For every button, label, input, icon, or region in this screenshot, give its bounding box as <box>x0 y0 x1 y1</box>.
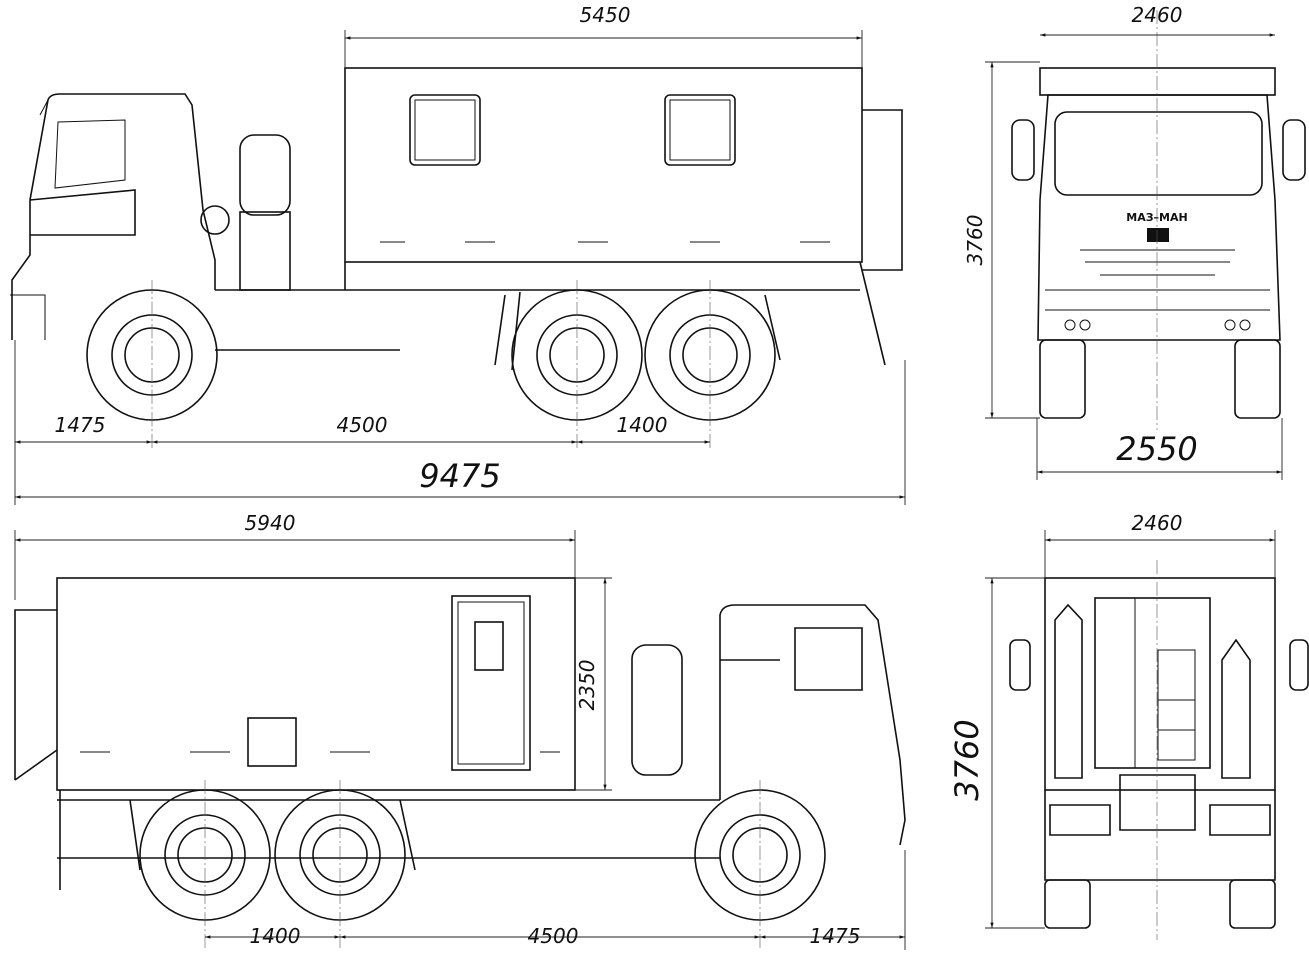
cargo-box <box>56 577 576 791</box>
dim-box-length: 5450 <box>580 3 631 27</box>
window <box>664 94 736 166</box>
wheel <box>1044 879 1091 929</box>
side-view-top: 5450 1475 4500 1400 9475 <box>10 3 906 505</box>
dim-height: 3760 <box>963 215 987 266</box>
front-view: МАЗ–МАН 2460 3760 2550 <box>963 3 1306 480</box>
door <box>451 595 531 771</box>
side-view-bottom: 5940 2350 1400 4500 1475 <box>14 511 906 950</box>
dim-wheelbase: 4500 <box>337 413 388 437</box>
cargo-box <box>344 67 863 263</box>
dim-bogie: 1400 <box>617 413 668 437</box>
dim-front-overhang: 1475 <box>55 413 106 437</box>
dim-wheelbase: 4500 <box>528 924 579 948</box>
dim-bogie: 1400 <box>250 924 301 948</box>
wheel <box>1234 339 1281 419</box>
dim-box-height: 2350 <box>575 660 599 711</box>
cab <box>11 93 216 340</box>
dim-height: 3760 <box>948 719 986 800</box>
dim-box-width: 2460 <box>1132 3 1183 27</box>
wheel <box>1229 879 1276 929</box>
rear-view: 2460 3760 <box>948 511 1309 940</box>
wheel <box>1039 339 1086 419</box>
dim-box-length: 5940 <box>245 511 296 535</box>
spare-wheel <box>239 134 291 216</box>
rear-door <box>1094 597 1211 769</box>
windshield <box>1054 111 1263 196</box>
spare-wheel <box>631 644 683 776</box>
dim-track-width: 2550 <box>1116 430 1197 468</box>
dim-box-width: 2460 <box>1132 511 1183 535</box>
window <box>409 94 481 166</box>
dim-front-overhang: 1475 <box>810 924 861 948</box>
dim-overall-length: 9475 <box>419 457 500 495</box>
